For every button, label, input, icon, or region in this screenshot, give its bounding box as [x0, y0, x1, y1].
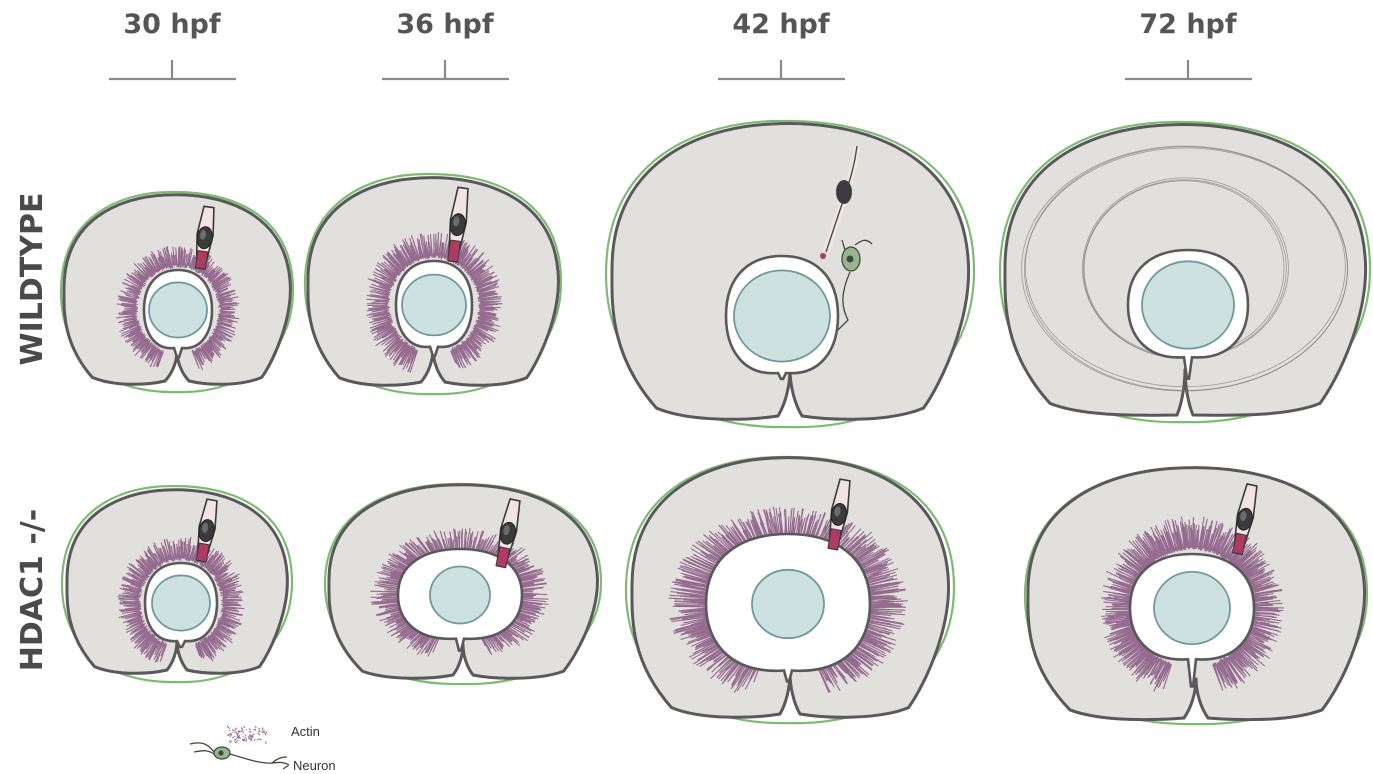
column-label-72hpf: 72 hpf [1139, 9, 1237, 40]
lens [1142, 261, 1234, 348]
row-label-wildtype: WILDTYPE [15, 193, 50, 366]
neuron-icon [190, 743, 289, 769]
lens [430, 567, 490, 624]
scale-bar-42hpf [718, 60, 845, 79]
eye-wildtype-72hpf [1000, 122, 1370, 422]
eye-wildtype-30hpf [61, 192, 293, 392]
eye-hdac1-72hpf [1025, 468, 1367, 724]
legend: Actin Neuron [190, 724, 336, 773]
neuron-foot [820, 253, 826, 259]
lens [1154, 572, 1230, 644]
eye-hdac1-42hpf [626, 457, 954, 723]
column-headers: 30 hpf 36 hpf 42 hpf 72 hpf [123, 9, 1237, 40]
neuron-nucleus [847, 256, 854, 263]
legend-label-actin: Actin [291, 724, 320, 739]
row-label-hdac1: HDAC1 -/- [15, 509, 50, 671]
scale-bars [109, 60, 1252, 79]
lens [402, 275, 466, 336]
actin-swatch-icon [227, 726, 267, 744]
eye-wildtype-36hpf [305, 174, 561, 394]
eye-hdac1-30hpf [62, 486, 292, 682]
column-label-42hpf: 42 hpf [732, 9, 830, 40]
lens [149, 282, 207, 337]
lens [752, 570, 824, 638]
legend-label-neuron: Neuron [293, 758, 336, 773]
column-label-36hpf: 36 hpf [396, 9, 494, 40]
lens [734, 270, 830, 361]
eye-panels [61, 121, 1370, 724]
eye-wildtype-42hpf [606, 121, 974, 427]
neuron-nucleus [836, 180, 852, 204]
scale-bar-72hpf [1125, 60, 1252, 79]
eye-hdac1-36hpf [325, 484, 601, 684]
scale-bar-36hpf [382, 60, 509, 79]
column-label-30hpf: 30 hpf [123, 9, 221, 40]
lens [152, 575, 210, 630]
scale-bar-30hpf [109, 60, 236, 79]
